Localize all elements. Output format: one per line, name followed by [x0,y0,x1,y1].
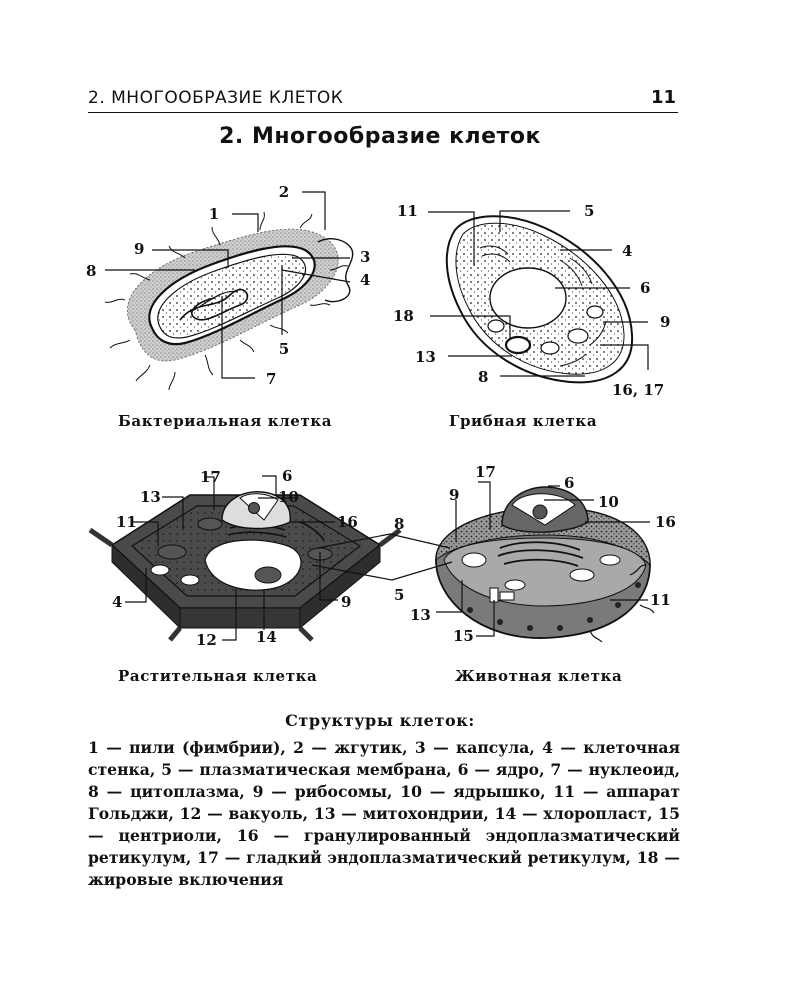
plant-label-11: 11 [116,513,137,531]
animal-label-17: 17 [475,463,496,481]
animal-label-6: 6 [564,474,574,492]
fungal-label-13: 13 [415,348,436,366]
animal-nucleolus [533,505,547,519]
plant-cell-drawing: 17 6 13 10 11 16 4 9 12 14 [90,467,400,649]
animal-label-16: 16 [655,513,676,531]
bacterial-label-3: 3 [360,248,370,266]
fungal-label-8: 8 [478,368,488,386]
bacterial-label-8: 8 [86,262,96,280]
fungal-label-9: 9 [660,313,670,331]
plant-label-12: 12 [196,631,217,649]
plant-label-9: 9 [341,593,351,611]
bacterial-label-7: 7 [266,370,276,388]
bacterial-label-1: 1 [209,205,219,223]
animal-label-9: 9 [449,486,459,504]
fungal-label-6: 6 [640,279,650,297]
plant-label-13: 13 [140,488,161,506]
bacterial-label-5: 5 [279,340,289,358]
caption-bacterial: Бактериальная клетка [118,412,332,430]
plant-label-17: 17 [200,468,221,486]
legend-title: Структуры клеток: [0,711,760,730]
animal-label-10: 10 [598,493,619,511]
plant-label-14: 14 [256,628,277,646]
animal-cell-drawing: 17 6 9 10 16 11 13 15 [410,463,676,645]
animal-label-13: 13 [410,606,431,624]
plant-label-6: 6 [282,467,292,485]
fungal-label-18: 18 [393,307,414,325]
plant-chloroplast [255,567,281,583]
animal-mitochondrion [462,553,486,567]
bacterial-label-4: 4 [360,271,370,289]
bacterial-label-2: 2 [279,183,289,201]
plant-label-16: 16 [337,513,358,531]
bacterial-cell-drawing: 1 2 3 4 5 7 8 9 [86,183,370,390]
animal-label-15: 15 [453,627,474,645]
fungal-label-4: 4 [622,242,632,260]
fungal-mitochondrion [506,337,530,353]
fungal-label-11: 11 [397,202,418,220]
caption-animal: Животная клетка [455,667,622,685]
plant-nucleolus [249,503,260,514]
caption-plant: Растительная клетка [118,667,317,685]
shared-label-8: 8 [394,515,404,533]
fungal-nucleus [490,268,566,328]
fungal-label-16-17: 16, 17 [612,381,664,399]
fungal-cell-drawing: 11 5 4 6 18 9 13 8 16, 17 [393,202,670,399]
bacterial-label-9: 9 [134,240,144,258]
fungal-label-5: 5 [584,202,594,220]
plant-label-10: 10 [278,488,299,506]
shared-label-5: 5 [394,586,404,604]
animal-label-11: 11 [650,591,671,609]
plant-label-4: 4 [112,593,122,611]
caption-fungal: Грибная клетка [449,412,597,430]
legend-text: 1 — пили (фимбрии), 2 — жгутик, 3 — капс… [88,737,680,891]
